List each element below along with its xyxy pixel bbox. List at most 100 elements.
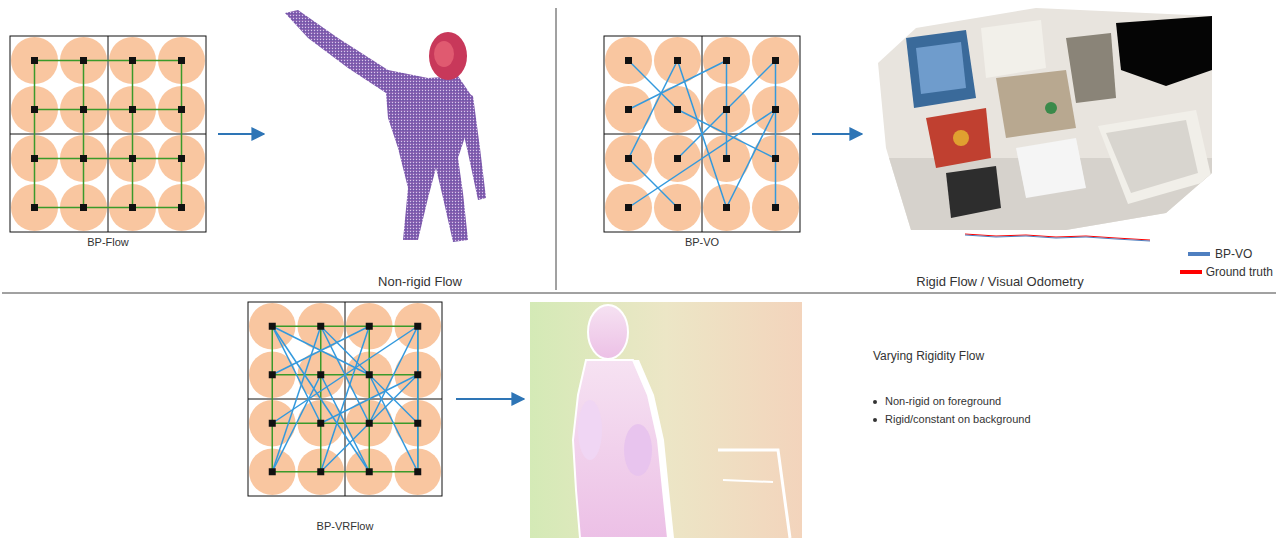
flow-image: [528, 300, 802, 538]
grid-graph: [9, 35, 207, 233]
grid-frame: [248, 302, 442, 496]
neighbor-edge: [132, 61, 134, 208]
long-range-edge: [629, 61, 678, 159]
graph-vertex: [269, 323, 276, 330]
graph-vertex: [178, 106, 185, 113]
graph-vertex: [178, 204, 185, 211]
neighbor-edge: [35, 207, 182, 209]
long-range-edge: [321, 375, 418, 424]
panel-caption: Varying Rigidity Flow: [873, 350, 984, 363]
illustration-node: Rigid Flow / Visual Odometry: [866, 8, 1186, 290]
neighbor-edge: [181, 61, 183, 208]
graph-vertex: [414, 420, 421, 427]
graph-vertex: [178, 57, 185, 64]
grid-node: BP-VO: [604, 36, 800, 252]
flow-arrow: [218, 133, 264, 135]
neighbor-edge: [34, 61, 36, 208]
graph-vertex: [366, 323, 373, 330]
legend-swatch: [1180, 270, 1202, 274]
graph-vertex: [269, 371, 276, 378]
head-highlight: [434, 41, 454, 67]
long-range-edge: [369, 375, 418, 472]
long-range-edge: [272, 326, 418, 423]
grid-label: BP-Flow: [87, 236, 129, 249]
graph-vertex: [772, 57, 779, 64]
neighbor-edge: [35, 158, 182, 160]
patch-circle: [703, 184, 750, 231]
neighbor-edge: [272, 326, 274, 472]
graph-vertex: [317, 371, 324, 378]
human-point-cloud: [268, 8, 498, 258]
desk-point-cloud: [866, 8, 1216, 248]
long-range-edge: [629, 61, 727, 110]
neighbor-edge: [83, 61, 85, 208]
panel-caption: Non-rigid Flow: [378, 274, 462, 289]
bullet-dot: [873, 418, 877, 422]
long-range-edge: [321, 326, 370, 472]
legend-text: Ground truth: [1206, 265, 1273, 279]
grid-divider: [10, 134, 206, 135]
graph-vertex: [31, 57, 38, 64]
legend-text: BP-VO: [1215, 247, 1252, 261]
graph-vertex: [80, 57, 87, 64]
grid-graph: [603, 35, 801, 233]
graph-vertex: [625, 155, 632, 162]
graph-vertex: [366, 420, 373, 427]
grid-label: BP-VO: [685, 236, 719, 249]
flow-arrow: [812, 133, 862, 135]
vertical-divider: [556, 8, 557, 290]
long-range-edge: [678, 110, 727, 159]
graph-vertex: [625, 106, 632, 113]
grid-frame: [604, 36, 800, 232]
graph-vertex: [31, 155, 38, 162]
neighbor-edge: [35, 60, 182, 62]
graph-vertex: [772, 106, 779, 113]
long-range-edge: [678, 61, 727, 208]
panel-caption: Rigid Flow / Visual Odometry: [916, 274, 1083, 289]
neighbor-edge: [272, 326, 418, 328]
graph-vertex: [80, 155, 87, 162]
long-range-edge: [417, 326, 419, 472]
grid-node: BP-Flow: [10, 36, 206, 252]
long-range-edge: [629, 159, 678, 208]
grid-frame: [10, 36, 206, 232]
long-range-edge: [727, 61, 776, 110]
graph-vertex: [80, 204, 87, 211]
graph-vertex: [129, 106, 136, 113]
bullet-dot: [873, 400, 877, 404]
long-range-edge: [321, 375, 418, 472]
graph-vertex: [625, 204, 632, 211]
body: [285, 10, 473, 242]
arm: [458, 88, 486, 200]
graph-vertex: [674, 155, 681, 162]
graph-vertex: [31, 106, 38, 113]
long-range-edge: [272, 326, 369, 472]
graph-vertex: [674, 57, 681, 64]
graph-vertex: [625, 57, 632, 64]
graph-vertex: [129, 57, 136, 64]
graph-vertex: [723, 106, 730, 113]
graph-vertex: [129, 155, 136, 162]
graph-vertex: [772, 204, 779, 211]
horizontal-divider: [2, 293, 1276, 294]
bullet-text: Rigid/constant on background: [885, 413, 1031, 426]
graph-vertex: [723, 204, 730, 211]
long-range-edge: [272, 326, 321, 472]
head: [429, 32, 467, 80]
neighbor-edge: [35, 109, 182, 111]
graph-vertex: [723, 57, 730, 64]
graph-vertex: [723, 155, 730, 162]
graph-vertex: [366, 468, 373, 475]
neighbor-edge: [272, 471, 418, 473]
graph-vertex: [674, 204, 681, 211]
graph-vertex: [772, 155, 779, 162]
graph-vertex: [414, 323, 421, 330]
graph-vertex: [317, 323, 324, 330]
grid-node: BP-VRFlow: [248, 302, 444, 534]
graph-vertex: [674, 106, 681, 113]
graph-vertex: [366, 371, 373, 378]
illustration-node: Varying Rigidity FlowNon-rigid on foregr…: [528, 300, 1098, 536]
illustration-node: Non-rigid Flow: [268, 8, 480, 290]
long-range-edge: [775, 61, 777, 208]
long-range-edge: [727, 110, 776, 208]
